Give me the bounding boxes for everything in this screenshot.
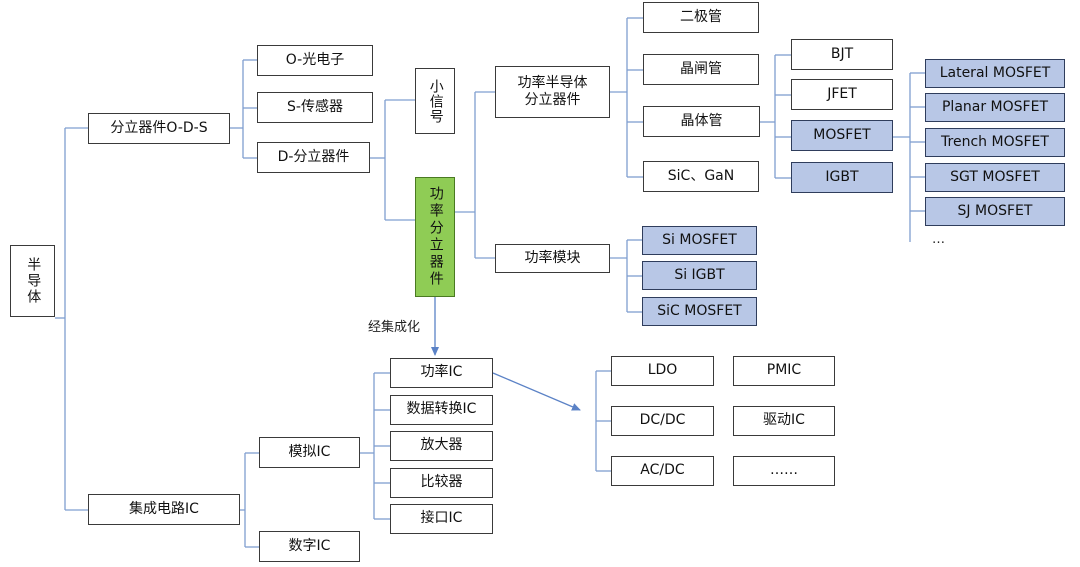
node-power-module-label: 功率模块 xyxy=(524,249,581,266)
node-power-ic-type: PMIC xyxy=(733,356,835,386)
node-analog-type: 接口IC xyxy=(390,504,493,534)
node-discrete: 分立器件O-D-S xyxy=(88,113,230,144)
node-mosfet-type: SGT MOSFET xyxy=(925,163,1065,192)
integration-label: 经集成化 xyxy=(368,320,421,335)
node-power-discrete: 功率分立器件 xyxy=(415,177,455,297)
node-sic-gan: SiC、GaN xyxy=(643,161,759,192)
analog-type-label: 接口IC xyxy=(420,510,463,527)
node-power-semi-discrete-label: 功率半导体分立器件 xyxy=(517,74,588,109)
power-ic-type-label: LDO xyxy=(647,362,678,379)
node-module-type: SiC MOSFET xyxy=(642,297,757,326)
node-jfet-label: JFET xyxy=(827,85,857,102)
node-discrete-label: 分立器件O-D-S xyxy=(110,119,208,136)
power-ic-type-label: AC/DC xyxy=(640,462,685,479)
node-igbt: IGBT xyxy=(791,162,893,193)
node-small-signal-label: 小信号 xyxy=(427,78,444,124)
module-type-label: Si IGBT xyxy=(674,266,725,283)
power-ic-type-label: PMIC xyxy=(766,362,802,379)
module-type-label: Si MOSFET xyxy=(662,231,737,248)
node-mosfet-type: Lateral MOSFET xyxy=(925,59,1065,88)
node-jfet: JFET xyxy=(791,79,893,110)
node-mosfet-type: SJ MOSFET xyxy=(925,197,1065,226)
node-analog-type: 比较器 xyxy=(390,468,493,498)
node-power-discrete-label: 功率分立器件 xyxy=(427,186,444,288)
power-ic-type-label: …… xyxy=(770,462,798,479)
analog-type-label: 功率IC xyxy=(420,364,463,381)
node-diode-label: 二极管 xyxy=(680,8,722,25)
mosfet-type-label: SJ MOSFET xyxy=(957,202,1033,219)
node-power-ic-type: DC/DC xyxy=(611,406,714,436)
analog-type-label: 放大器 xyxy=(420,437,463,454)
node-digital-ic: 数字IC xyxy=(259,531,360,562)
node-sic-gan-label: SiC、GaN xyxy=(667,167,735,184)
node-root-label: 半导体 xyxy=(25,257,42,305)
node-transistor: 晶体管 xyxy=(643,106,760,137)
node-small-signal: 小信号 xyxy=(415,68,455,134)
node-analog-type: 放大器 xyxy=(390,431,493,461)
node-analog-ic-label: 模拟IC xyxy=(288,443,331,460)
node-module-type: Si MOSFET xyxy=(642,226,757,255)
node-power-ic-type: …… xyxy=(733,456,835,486)
node-mosfet-type: Planar MOSFET xyxy=(925,93,1065,122)
node-mosfet-label: MOSFET xyxy=(813,126,871,143)
node-analog-type: 功率IC xyxy=(390,358,493,388)
node-ic-label: 集成电路IC xyxy=(129,500,199,517)
node-discrete-device-label: D-分立器件 xyxy=(277,148,350,165)
node-bjt-label: BJT xyxy=(830,45,854,62)
node-sensor: S-传感器 xyxy=(257,92,373,123)
node-thyristor-label: 晶闸管 xyxy=(680,60,722,77)
mosfet-type-label: SGT MOSFET xyxy=(950,168,1040,185)
node-module-type: Si IGBT xyxy=(642,261,757,290)
node-thyristor: 晶闸管 xyxy=(643,54,759,85)
node-igbt-label: IGBT xyxy=(825,168,859,185)
node-opto-label: O-光电子 xyxy=(285,51,345,68)
node-bjt: BJT xyxy=(791,39,893,70)
node-power-ic-type: AC/DC xyxy=(611,456,714,486)
node-ic: 集成电路IC xyxy=(88,494,240,525)
node-power-module: 功率模块 xyxy=(495,244,610,273)
node-mosfet: MOSFET xyxy=(791,120,893,151)
node-root: 半导体 xyxy=(10,245,55,317)
analog-type-label: 数据转换IC xyxy=(406,401,477,418)
power-ic-type-label: 驱动IC xyxy=(763,412,805,429)
node-transistor-label: 晶体管 xyxy=(680,112,723,129)
node-sensor-label: S-传感器 xyxy=(287,98,343,115)
module-type-label: SiC MOSFET xyxy=(657,302,742,319)
mosfet-type-label: Trench MOSFET xyxy=(941,133,1049,150)
mosfet-type-ellipsis: … xyxy=(932,232,945,247)
node-digital-ic-label: 数字IC xyxy=(288,537,331,554)
node-power-semi-discrete: 功率半导体分立器件 xyxy=(495,66,610,118)
node-power-ic-type: 驱动IC xyxy=(733,406,835,436)
analog-type-label: 比较器 xyxy=(420,474,463,491)
node-diode: 二极管 xyxy=(643,2,759,33)
node-opto: O-光电子 xyxy=(257,45,373,76)
node-analog-ic: 模拟IC xyxy=(259,437,360,468)
mosfet-type-label: Planar MOSFET xyxy=(941,98,1048,115)
node-discrete-device: D-分立器件 xyxy=(257,142,370,173)
mosfet-type-label: Lateral MOSFET xyxy=(939,64,1051,81)
node-mosfet-type: Trench MOSFET xyxy=(925,128,1065,157)
power-ic-type-label: DC/DC xyxy=(639,412,686,429)
node-analog-type: 数据转换IC xyxy=(390,395,493,425)
node-power-ic-type: LDO xyxy=(611,356,714,386)
